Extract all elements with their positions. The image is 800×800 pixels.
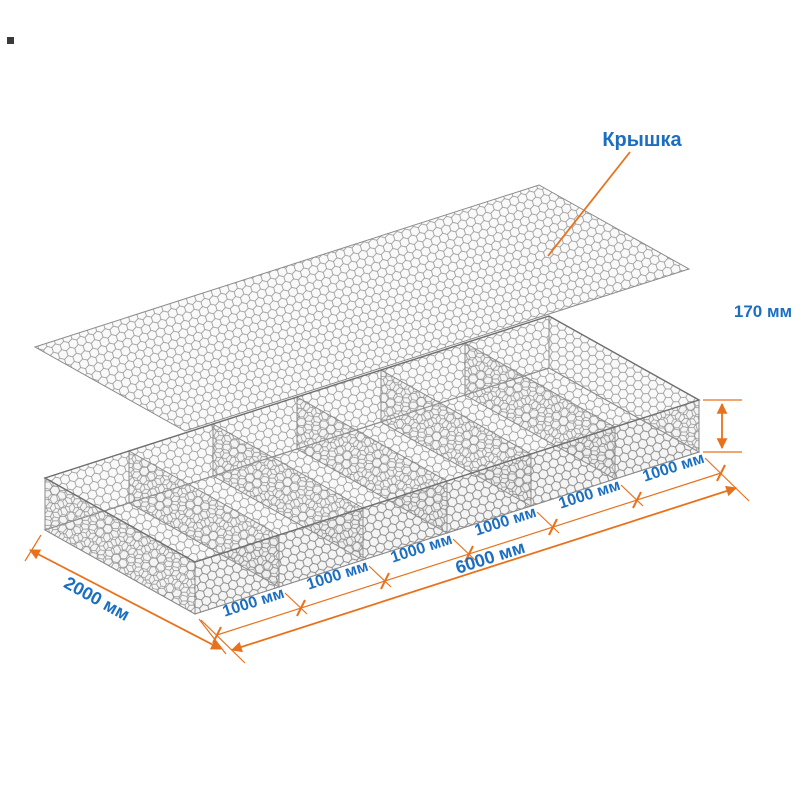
lid-label: Крышка bbox=[602, 129, 682, 151]
lid-mesh-surface bbox=[33, 184, 691, 432]
lid-leader-line bbox=[547, 151, 631, 257]
segment-tick-5 bbox=[632, 491, 642, 509]
lid-mesh-panel bbox=[33, 184, 691, 432]
height-dimension-label: 170 мм bbox=[734, 302, 792, 321]
total-length-label: 6000 мм bbox=[453, 537, 527, 578]
segment-tick-4 bbox=[548, 518, 558, 536]
corner-mark bbox=[7, 37, 14, 44]
width-ext-left bbox=[24, 534, 42, 562]
width-dimension-arrow bbox=[29, 549, 222, 650]
segment-tick-1 bbox=[296, 599, 306, 617]
segment-tick-0 bbox=[212, 626, 222, 644]
total-length-arrow bbox=[230, 485, 738, 653]
segment-tick-2 bbox=[380, 572, 390, 590]
width-ext-right bbox=[198, 618, 227, 655]
height-dimension: 170 мм bbox=[703, 302, 792, 453]
segment-tick-6 bbox=[716, 464, 726, 482]
box-top-rim bbox=[43, 315, 701, 563]
length-ext-6 bbox=[704, 457, 750, 502]
